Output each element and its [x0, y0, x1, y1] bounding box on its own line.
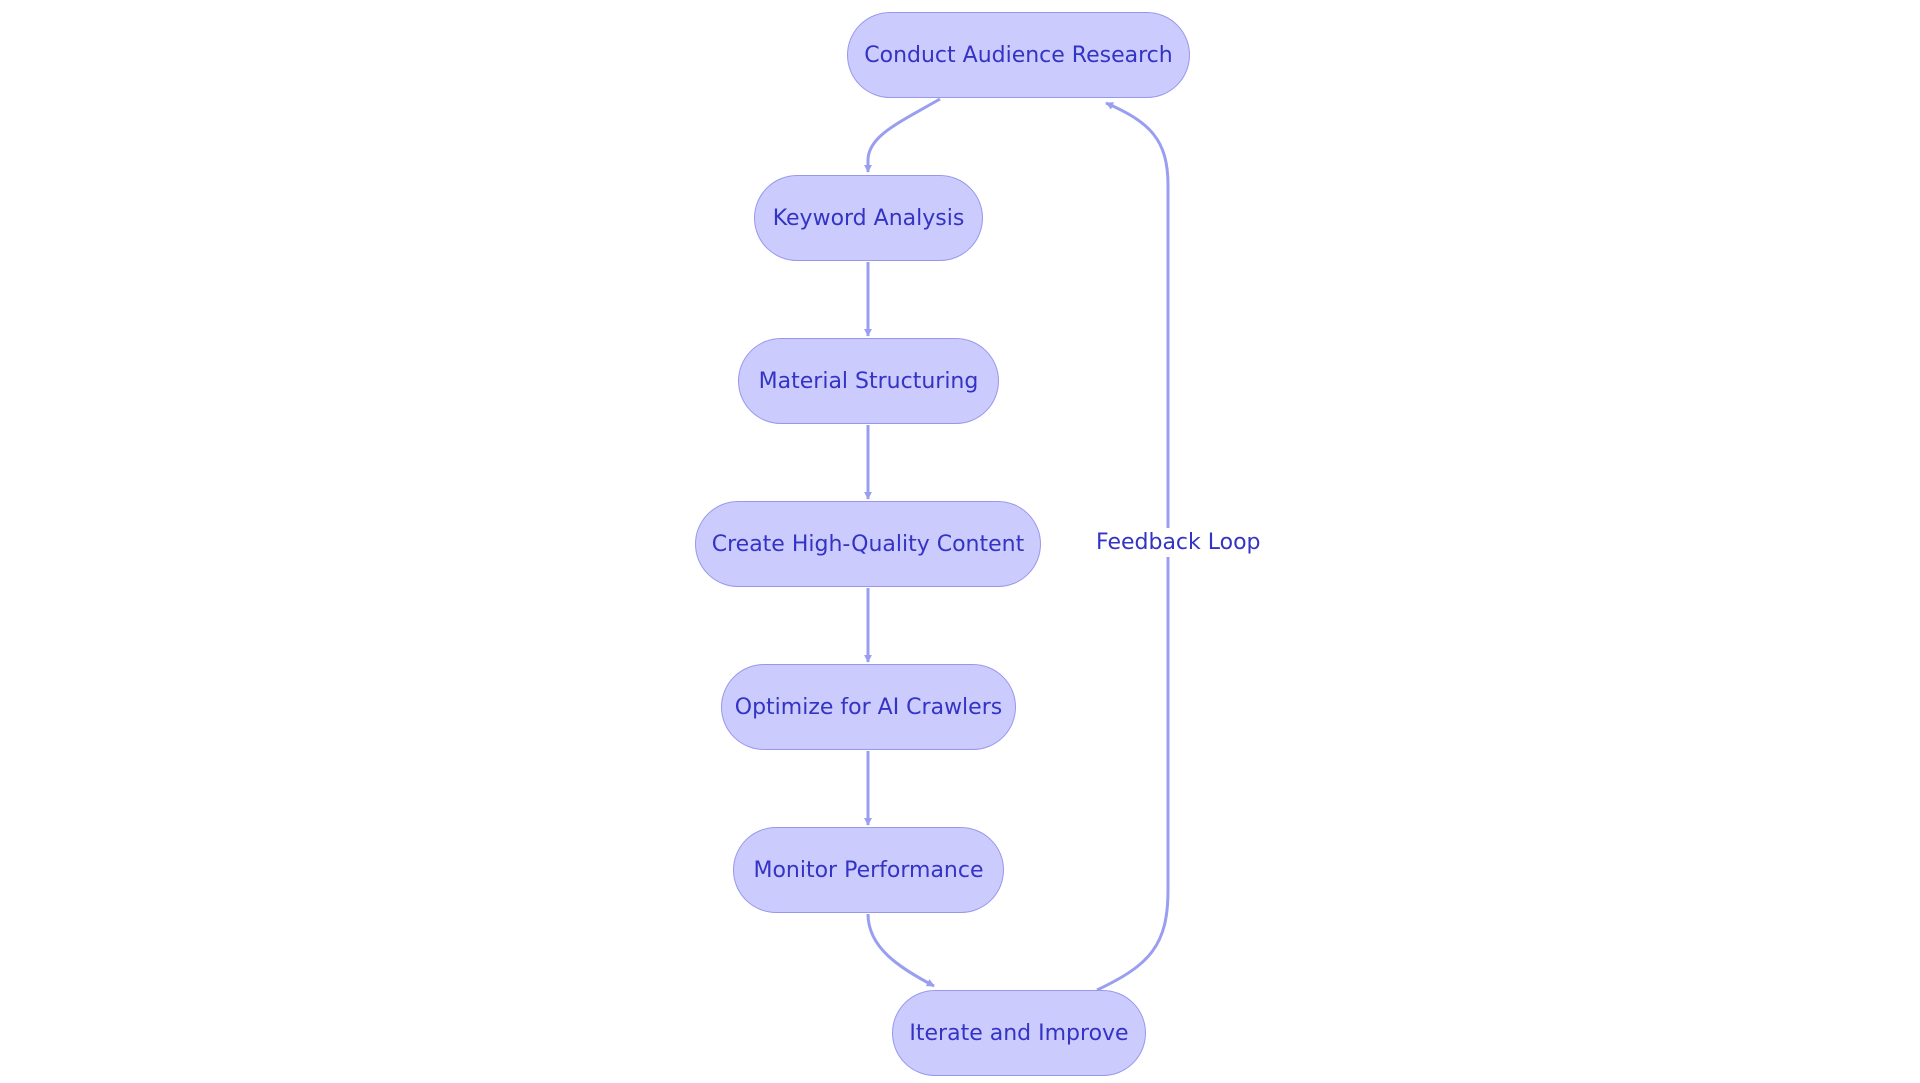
edge-feedback-loop	[1096, 101, 1170, 992]
node-conduct-audience-research: Conduct Audience Research	[847, 12, 1190, 98]
node-label: Monitor Performance	[753, 857, 984, 883]
node-optimize-for-ai-crawlers: Optimize for AI Crawlers	[721, 664, 1016, 750]
node-label: Optimize for AI Crawlers	[734, 694, 1003, 720]
node-iterate-and-improve: Iterate and Improve	[892, 990, 1146, 1076]
node-monitor-performance: Monitor Performance	[733, 827, 1004, 913]
node-keyword-analysis: Keyword Analysis	[754, 175, 983, 261]
node-label: Keyword Analysis	[772, 205, 965, 231]
node-label: Material Structuring	[758, 368, 979, 394]
edge-monitor-to-iterate	[866, 913, 935, 988]
node-label: Create High-Quality Content	[711, 531, 1025, 557]
node-label: Conduct Audience Research	[864, 42, 1173, 68]
node-create-high-quality-content: Create High-Quality Content	[695, 501, 1041, 587]
edge-label-feedback-loop: Feedback Loop	[1094, 528, 1263, 557]
node-label: Iterate and Improve	[909, 1020, 1129, 1046]
edge-research-to-keyword	[864, 97, 941, 173]
node-material-structuring: Material Structuring	[738, 338, 999, 424]
